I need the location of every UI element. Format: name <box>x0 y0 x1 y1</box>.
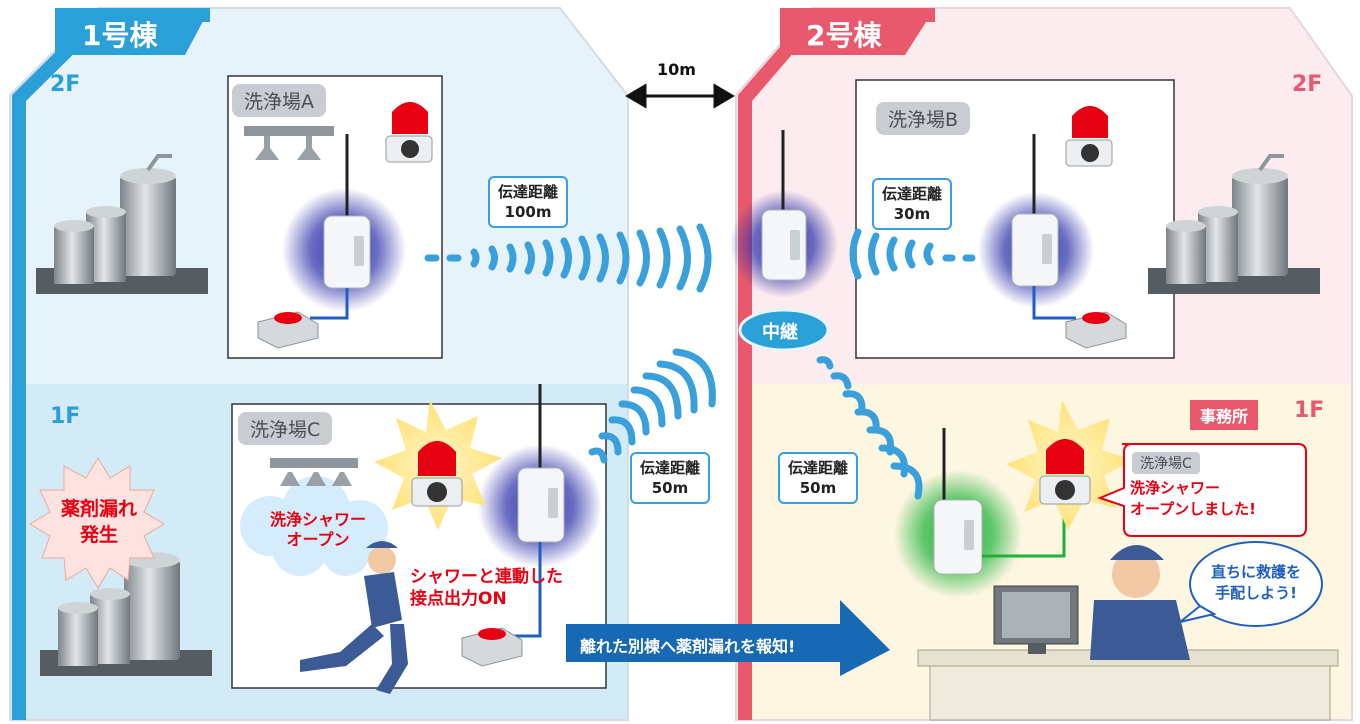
notice-room-tag: 洗浄場C <box>1132 452 1200 474</box>
notify-arrow <box>566 600 890 676</box>
relay-badge-shape <box>738 308 830 352</box>
building2-title-tab <box>780 8 935 55</box>
rotating-light-b <box>1065 106 1113 167</box>
building1-floor2-label: 2F <box>50 72 81 97</box>
leak-text: 薬剤漏れ 発生 <box>60 498 137 546</box>
wave-a-to-relay <box>424 223 712 293</box>
rotating-light-c <box>411 441 463 507</box>
room-b-label: 洗浄場B <box>876 102 971 135</box>
callout-distance-50m-c: 伝達距離 50m <box>630 452 711 504</box>
office-worker <box>1090 545 1190 660</box>
tank-plant-1f <box>40 552 212 676</box>
receiver-device <box>933 428 983 575</box>
callout-distance-100m: 伝達距離 100m <box>488 176 569 228</box>
office-desk <box>917 649 1339 721</box>
rotating-light-a <box>385 102 433 163</box>
transmitter-c <box>517 384 565 543</box>
office-monitor <box>993 585 1079 654</box>
distance-arrow <box>625 83 735 109</box>
building1-roof-edge <box>12 8 210 720</box>
push-button-c <box>461 627 523 667</box>
notify-arrow-label: 離れた別棟へ薬剤漏れを報知! <box>580 637 796 656</box>
tank-plant-1f-2f <box>36 154 208 294</box>
callout-distance-30m: 伝達距離 30m <box>872 178 953 230</box>
office-badge: 事務所 <box>1190 400 1259 430</box>
shower-text: 洗浄シャワー オープン <box>269 510 366 549</box>
contact-output-text: シャワーと連動した 接点出力ON <box>410 567 563 609</box>
building1-floor1-label: 1F <box>50 404 81 429</box>
distance-label: 10m <box>657 60 696 79</box>
building1-title: 1号棟 <box>82 19 158 52</box>
speech-bubble-shape <box>1189 541 1323 627</box>
speech-text: 直ちに救護を 手配しよう! <box>1210 563 1301 602</box>
wave-c-to-relay <box>588 348 716 464</box>
building1-title-tab <box>55 8 210 55</box>
rotating-light-office <box>1039 439 1091 505</box>
wave-relay-to-receiver <box>816 356 923 500</box>
callout-distance-50m-office: 伝達距離 50m <box>778 452 859 504</box>
notice-text: 洗浄シャワー オープンしました! <box>1130 479 1256 518</box>
push-button-a <box>257 311 319 349</box>
shower-cloud <box>240 476 388 576</box>
running-worker <box>300 541 408 694</box>
building2-floor2-label: 2F <box>1292 72 1323 97</box>
wire-b <box>1032 286 1076 320</box>
tank-plant-b <box>1148 154 1320 294</box>
transmitter-b <box>1011 134 1059 287</box>
push-button-b <box>1065 311 1127 349</box>
building2-title: 2号棟 <box>806 19 882 52</box>
wave-b-to-relay <box>849 228 976 280</box>
leak-burst <box>29 457 165 589</box>
room-a-label: 洗浄場A <box>232 84 326 117</box>
sprinkler-c <box>270 458 358 486</box>
transmitter-a <box>323 134 371 289</box>
building2-roof-edge <box>738 8 935 720</box>
sprinkler-a <box>244 126 334 160</box>
wire-c <box>514 542 542 638</box>
relay-label: 中継 <box>762 322 798 343</box>
relay-transmitter <box>761 130 807 281</box>
room-c-label: 洗浄場C <box>238 412 333 445</box>
wire-a <box>310 288 349 320</box>
building2-floor1-label: 1F <box>1294 398 1325 423</box>
